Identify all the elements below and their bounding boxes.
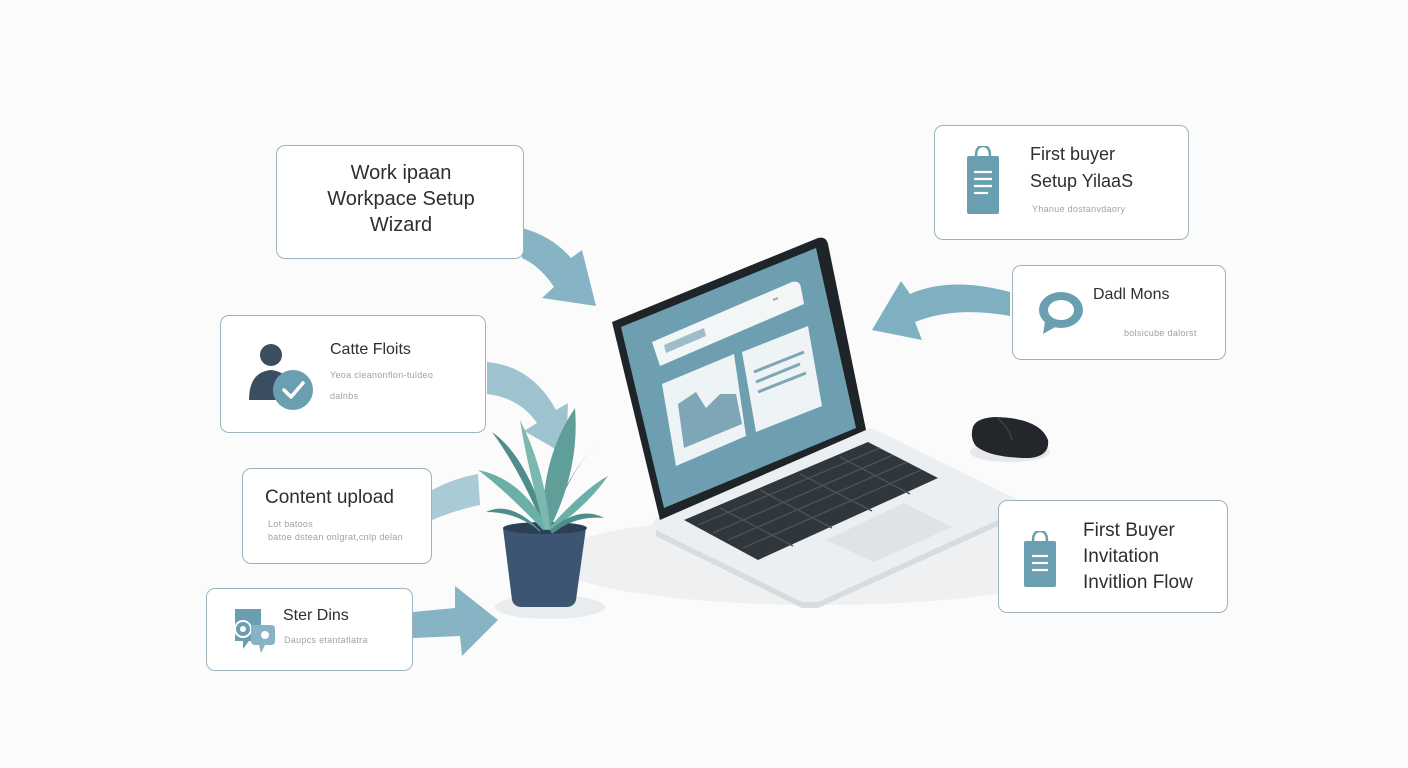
plant-illustration (478, 408, 608, 607)
first-buyer-invitation-title-1: First Buyer (1083, 520, 1175, 541)
arrow-ster-to-plant (413, 586, 498, 656)
content-upload-title: Content upload (265, 487, 394, 508)
chat-bubbles-icon (229, 607, 277, 662)
shopping-bag-list-icon (966, 144, 1000, 223)
ster-dins-title: Ster Dins (283, 607, 349, 624)
arrow-workspace-to-laptop (522, 228, 596, 306)
catte-floits-title: Catte Floits (330, 341, 411, 358)
laptop-illustration (612, 237, 1024, 608)
chat-bubble-icon (1037, 290, 1087, 343)
first-buyer-setup-subtitle: Yhanue dostanvdaory (1032, 204, 1126, 214)
first-buyer-setup-title-1: First buyer (1030, 144, 1116, 164)
arrow-catte-to-plant (487, 362, 568, 455)
first-buyer-invitation-title-3: Invitlion Flow (1083, 572, 1193, 593)
user-check-icon (247, 338, 317, 415)
content-upload-subtitle-1: Lot batoos (268, 519, 314, 529)
catte-floits-card[interactable]: Catte Floits Yeoa cleanonflon-tuldeo dal… (220, 315, 486, 433)
card-title-line2: Workpace Setup (327, 188, 475, 210)
first-buyer-invitation-title-2: Invitation (1083, 546, 1160, 567)
catte-floits-subtitle-1: Yeoa cleanonflon-tuldeo (330, 370, 434, 380)
shopping-bag-list-icon (1023, 529, 1057, 594)
workspace-setup-card[interactable]: Work ipaan Workpace Setup Wizard (276, 145, 524, 259)
card-title-line1: Work ipaan (350, 162, 452, 184)
catte-floits-subtitle-2: dalnbs (330, 391, 359, 401)
first-buyer-setup-title-2: Setup YilaaS (1030, 171, 1134, 191)
content-upload-subtitle-2: batoe dstean onlgrat,cnlp delan (268, 532, 403, 542)
card-title-line3: Wizard (369, 214, 433, 236)
ster-dins-subtitle: Daupcs etantatlatra (284, 635, 368, 645)
content-upload-card[interactable]: Content upload Lot batoos batoe dstean o… (242, 468, 432, 564)
ster-dins-card[interactable]: Ster Dins Daupcs etantatlatra (206, 588, 413, 671)
dadl-mons-subtitle: bolsicube dalorst (1124, 328, 1197, 338)
arrow-dadl-to-laptop (872, 281, 1010, 340)
dadl-mons-title: Dadl Mons (1093, 286, 1170, 303)
dadl-mons-card[interactable]: Dadl Mons bolsicube dalorst (1012, 265, 1226, 360)
first-buyer-invitation-card[interactable]: First Buyer Invitation Invitlion Flow (998, 500, 1228, 613)
mouse-illustration (970, 417, 1050, 462)
first-buyer-setup-card[interactable]: First buyer Setup YilaaS Yhanue dostanvd… (934, 125, 1189, 240)
arrow-content-to-plant (432, 474, 480, 520)
